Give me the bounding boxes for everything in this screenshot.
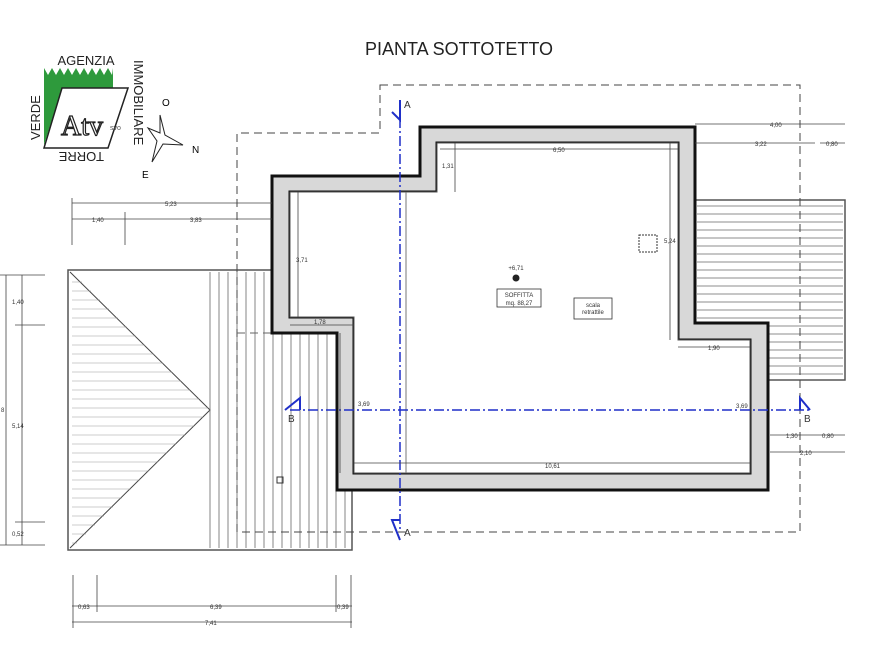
dim-bottom-a: 0,63: [78, 605, 90, 611]
section-lines: [290, 100, 810, 530]
logo-bottom-text: TORRE: [58, 149, 104, 164]
logo-left-text: VERDE: [28, 95, 43, 140]
logo-parallelogram: [42, 87, 130, 149]
dim-inner-top: 6,50: [553, 148, 565, 154]
section-a-top: A: [404, 100, 411, 111]
dim-top-right-a: 3,22: [755, 142, 767, 148]
vent-icon: [276, 476, 284, 484]
dim-step-left: 1,78: [314, 320, 326, 326]
dim-left-c: 0,52: [12, 532, 24, 538]
dim-left-b: 5,14: [12, 424, 24, 430]
compass-north: N: [192, 145, 199, 156]
room-area: mq. 88,27: [506, 301, 533, 307]
dimension-labels: 4,00 3,22 0,80 5,23 1,40 3,83 6,50 1,31 …: [1, 123, 838, 627]
logo-top-text: AGENZIA: [57, 53, 114, 68]
dimension-lines: [0, 123, 845, 628]
dim-bottom-b: 6,39: [210, 605, 222, 611]
room-label-box: [496, 288, 542, 308]
dim-top-left-b: 3,83: [190, 218, 202, 224]
dim-bottom-c: 0,39: [337, 605, 349, 611]
section-b-right: B: [804, 414, 811, 425]
compass-star-icon: O N E: [142, 98, 199, 181]
level-marker-icon: [512, 274, 520, 282]
dim-left-height: 3,69: [358, 402, 370, 408]
logo-mark: Atv: [61, 111, 103, 142]
dim-right-b: 0,80: [822, 434, 834, 440]
dim-top-left-total: 5,23: [165, 202, 177, 208]
dim-right-height: 3,69: [736, 404, 748, 410]
attic-room: [289, 142, 751, 474]
dim-top-left-a: 1,40: [92, 218, 104, 224]
room-name: SOFFITTA: [505, 293, 534, 299]
dim-step-right: 1,90: [708, 346, 720, 352]
dim-inner-right: 5,24: [664, 239, 676, 245]
logo-mark-sub: svo: [110, 125, 121, 132]
dim-bottom-total: 7,41: [205, 621, 217, 627]
section-arrows: [284, 100, 811, 541]
logo-right-text: IMMOBILIARE: [131, 60, 146, 146]
section-b-left: B: [288, 414, 295, 425]
dim-inner-step: 1,31: [442, 164, 454, 170]
room-height: +6,71: [508, 266, 524, 272]
dim-top-right-b: 0,80: [826, 142, 838, 148]
dim-left-a: 1,40: [12, 300, 24, 306]
dim-left-total: 8: [1, 408, 5, 414]
agency-logo: Atv svo AGENZIA VERDE TORRE IMMOBILIARE: [28, 53, 146, 164]
chimney-icon: [638, 234, 658, 253]
plan-title: PIANTA SOTTOTETTO: [365, 39, 553, 59]
outer-boundary-dashed: [236, 84, 801, 533]
stair-note-1: scala: [586, 303, 601, 309]
dim-inner-left: 3,71: [296, 258, 308, 264]
dim-top-right-total: 4,00: [770, 123, 782, 129]
stair-note-2: retrattile: [582, 310, 604, 316]
compass-west: O: [162, 98, 170, 109]
dim-inner-bottom: 10,61: [545, 464, 561, 470]
dim-right-total: 2,10: [800, 451, 812, 457]
dim-right-a: 1,30: [786, 434, 798, 440]
section-a-bottom: A: [404, 528, 411, 539]
compass-east: E: [142, 170, 149, 181]
stair-label-box: [573, 297, 613, 320]
